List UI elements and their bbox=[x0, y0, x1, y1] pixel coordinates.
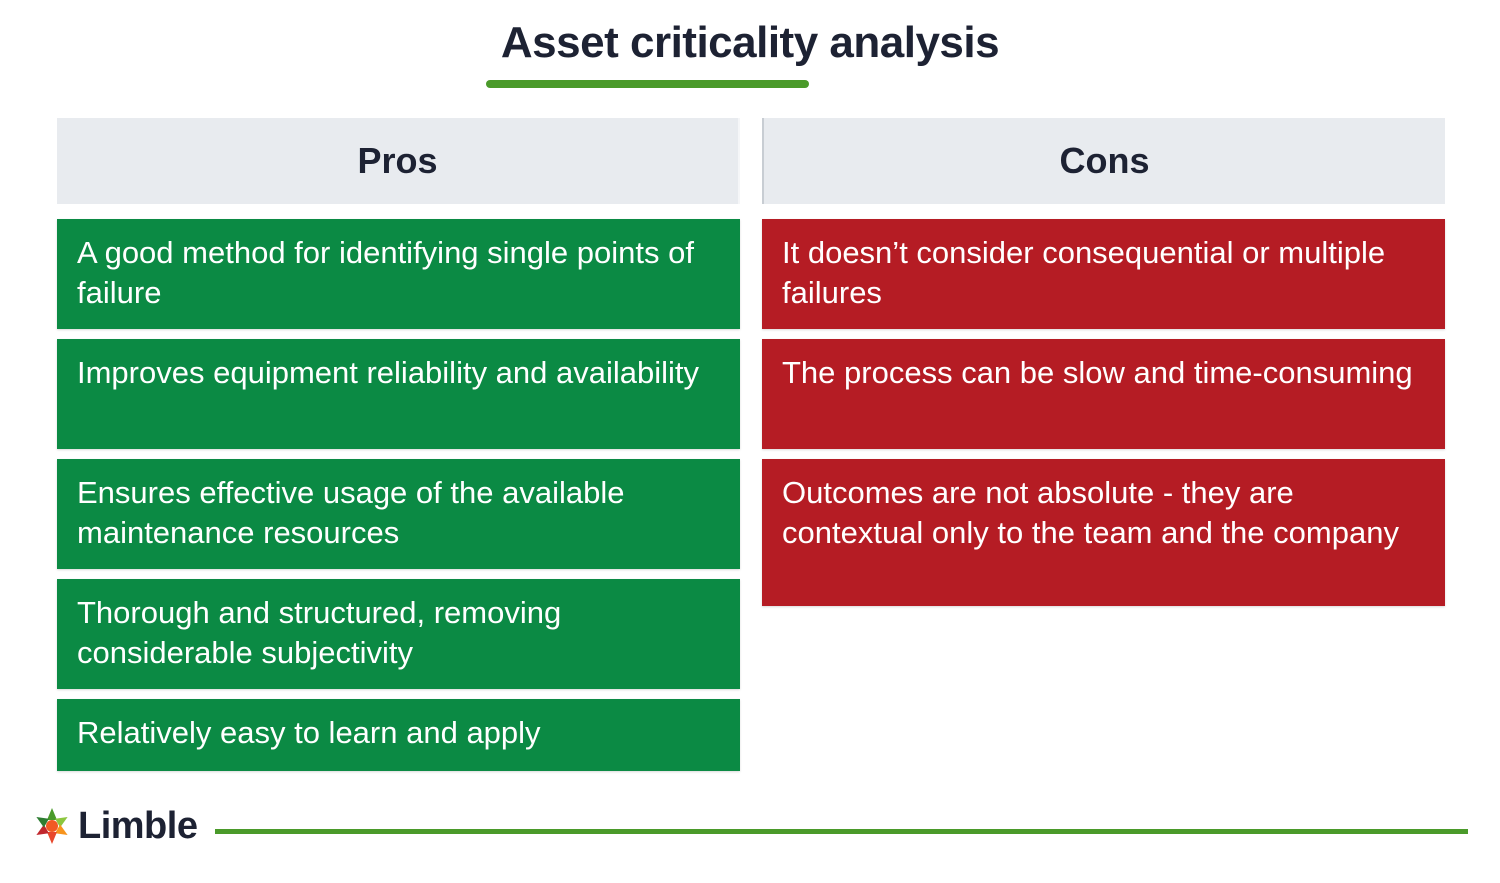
con-item: It doesn’t consider consequential or mul… bbox=[762, 219, 1445, 329]
brand-name: Limble bbox=[78, 804, 198, 847]
pro-item: Relatively easy to learn and apply bbox=[57, 699, 740, 771]
pros-header: Pros bbox=[57, 118, 740, 204]
limble-logo-icon bbox=[36, 808, 68, 844]
pro-item: A good method for identifying single poi… bbox=[57, 219, 740, 329]
brand-logo: Limble bbox=[32, 804, 198, 848]
pro-item: Improves equipment reliability and avail… bbox=[57, 339, 740, 449]
cons-header: Cons bbox=[762, 118, 1445, 204]
pros-list: A good method for identifying single poi… bbox=[57, 219, 740, 771]
cons-column: Cons It doesn’t consider consequential o… bbox=[762, 118, 1445, 616]
con-item: The process can be slow and time-consumi… bbox=[762, 339, 1445, 449]
title-underline bbox=[486, 80, 809, 88]
pros-column: Pros A good method for identifying singl… bbox=[57, 118, 740, 781]
con-item: Outcomes are not absolute - they are con… bbox=[762, 459, 1445, 606]
pro-item: Ensures effective usage of the available… bbox=[57, 459, 740, 569]
page-title: Asset criticality analysis bbox=[500, 18, 1000, 67]
cons-list: It doesn’t consider consequential or mul… bbox=[762, 219, 1445, 606]
pro-item: Thorough and structured, removing consid… bbox=[57, 579, 740, 689]
footer-rule bbox=[215, 829, 1468, 834]
